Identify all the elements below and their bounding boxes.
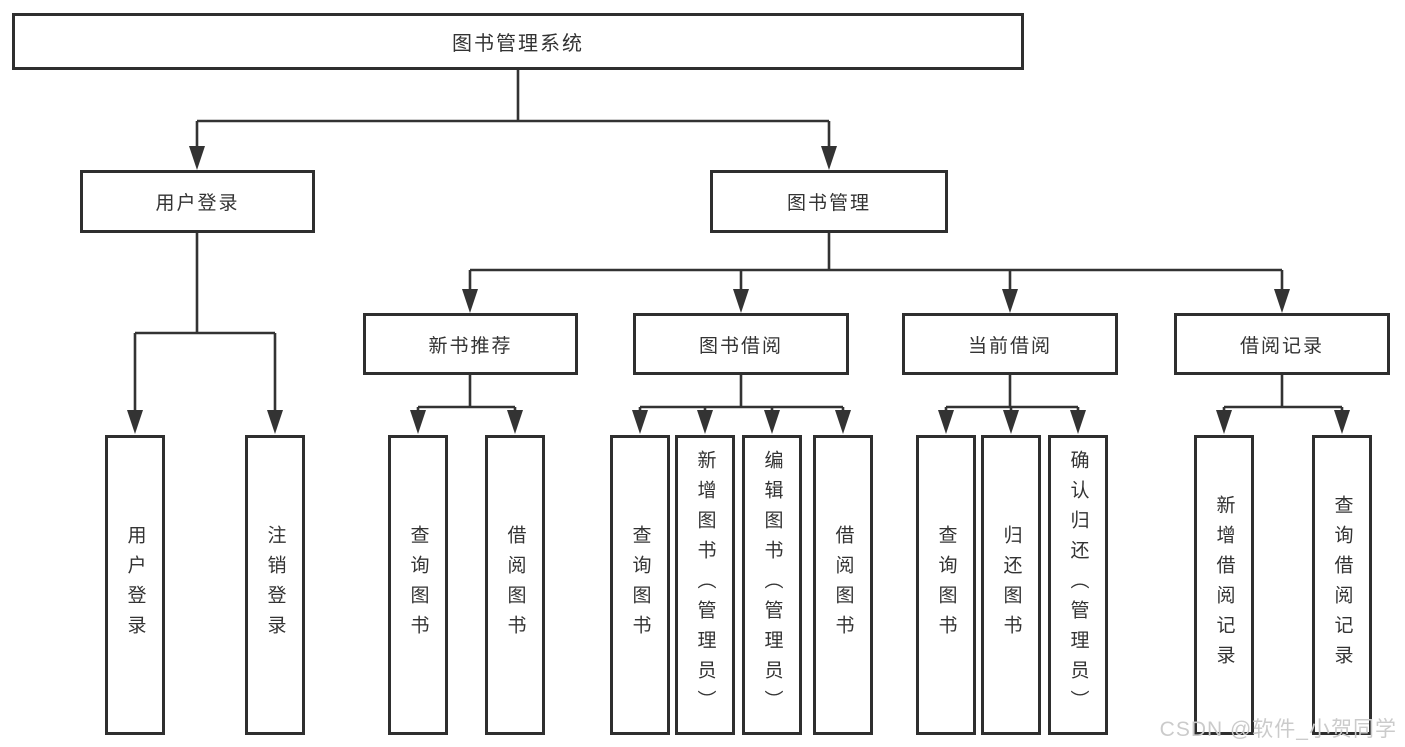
leaf-label: 借阅图书 bbox=[832, 525, 854, 645]
arrowhead bbox=[189, 146, 205, 170]
node-root-library-system: 图书管理系统 bbox=[12, 13, 1024, 70]
leaf-borrow-add-book-admin: 新增图书（管理员） bbox=[675, 435, 735, 735]
arrowhead bbox=[410, 410, 426, 434]
leaf-logout: 注销登录 bbox=[245, 435, 305, 735]
arrowhead bbox=[507, 410, 523, 434]
arrowhead bbox=[1274, 289, 1290, 313]
node-label: 借阅记录 bbox=[1239, 335, 1324, 357]
leaf-label: 确认归还（管理员） bbox=[1067, 450, 1089, 720]
arrowhead bbox=[821, 146, 837, 170]
leaf-borrow-query-book: 查询图书 bbox=[610, 435, 670, 735]
node-label: 用户登录 bbox=[155, 193, 240, 214]
node-current-borrow: 当前借阅 bbox=[902, 313, 1118, 375]
arrowhead bbox=[697, 410, 713, 434]
node-book-borrow: 图书借阅 bbox=[633, 313, 849, 375]
arrowhead bbox=[733, 289, 749, 313]
arrowhead bbox=[1334, 410, 1350, 434]
leaf-current-query-book: 查询图书 bbox=[916, 435, 976, 735]
leaf-label: 新增借阅记录 bbox=[1213, 495, 1235, 675]
arrowhead bbox=[938, 410, 954, 434]
node-label: 图书管理 bbox=[786, 193, 871, 214]
leaf-label: 编辑图书（管理员） bbox=[761, 450, 783, 720]
csdn-watermark: CSDN @软件_小贺同学 bbox=[1159, 718, 1397, 741]
arrowhead bbox=[1216, 410, 1232, 434]
node-new-book-recommend: 新书推荐 bbox=[363, 313, 578, 375]
node-borrow-records: 借阅记录 bbox=[1174, 313, 1390, 375]
leaf-record-query-borrow-record: 查询借阅记录 bbox=[1312, 435, 1372, 735]
leaf-label: 查询图书 bbox=[629, 525, 651, 645]
leaf-label: 借阅图书 bbox=[504, 525, 526, 645]
arrowhead bbox=[462, 289, 478, 313]
node-user-login: 用户登录 bbox=[80, 170, 315, 233]
node-label: 新书推荐 bbox=[428, 335, 513, 357]
leaf-newbook-query-book: 查询图书 bbox=[388, 435, 448, 735]
node-label: 图书借阅 bbox=[698, 335, 783, 357]
leaf-label: 查询借阅记录 bbox=[1331, 495, 1353, 675]
leaf-current-confirm-return-admin: 确认归还（管理员） bbox=[1048, 435, 1108, 735]
leaf-user-login: 用户登录 bbox=[105, 435, 165, 735]
arrowhead bbox=[267, 410, 283, 434]
arrowhead bbox=[764, 410, 780, 434]
node-label: 当前借阅 bbox=[967, 335, 1052, 357]
arrowhead bbox=[835, 410, 851, 434]
arrowhead bbox=[632, 410, 648, 434]
leaf-label: 新增图书（管理员） bbox=[694, 450, 716, 720]
node-book-management: 图书管理 bbox=[710, 170, 948, 233]
node-label: 图书管理系统 bbox=[452, 33, 584, 55]
leaf-newbook-borrow-book: 借阅图书 bbox=[485, 435, 545, 735]
leaf-label: 归还图书 bbox=[1000, 525, 1022, 645]
leaf-label: 用户登录 bbox=[124, 525, 146, 645]
leaf-current-return-book: 归还图书 bbox=[981, 435, 1041, 735]
leaf-borrow-borrow-book: 借阅图书 bbox=[813, 435, 873, 735]
arrowhead bbox=[1070, 410, 1086, 434]
arrowhead bbox=[1002, 289, 1018, 313]
leaf-borrow-edit-book-admin: 编辑图书（管理员） bbox=[742, 435, 802, 735]
arrowhead bbox=[127, 410, 143, 434]
leaf-label: 注销登录 bbox=[264, 525, 286, 645]
arrowhead bbox=[1003, 410, 1019, 434]
leaf-label: 查询图书 bbox=[407, 525, 429, 645]
leaf-label: 查询图书 bbox=[935, 525, 957, 645]
leaf-record-add-borrow-record: 新增借阅记录 bbox=[1194, 435, 1254, 735]
